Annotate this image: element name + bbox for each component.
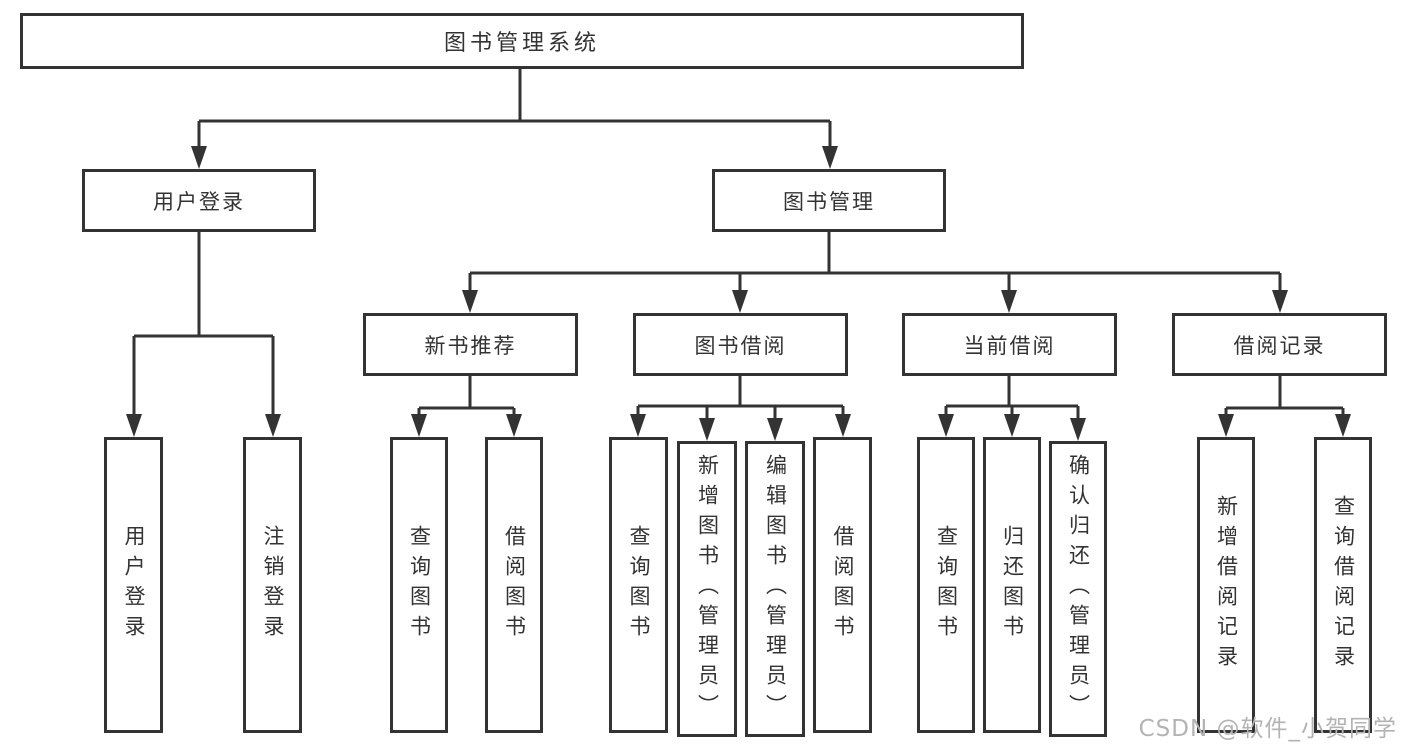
node-label: 查询借阅记录 [1331,495,1356,675]
node-label: 用户登录 [153,189,245,214]
node-leaf-cur-query-books: 查询图书 [917,437,975,733]
watermark: CSDN @软件_小贺同学 [1138,716,1397,742]
node-leaf-logout: 注销登录 [243,437,302,733]
node-new-book-recommendation: 新书推荐 [363,313,578,376]
node-label: 新增图书（管理员） [695,454,720,724]
node-label: 编辑图书（管理员） [763,454,788,724]
node-current-borrowing: 当前借阅 [902,313,1117,376]
node-leaf-bor-borrow-books: 借阅图书 [813,437,872,733]
node-label: 借阅记录 [1233,333,1326,358]
node-leaf-cur-confirm-return-admin: 确认归还（管理员） [1049,441,1107,737]
node-label: 确认归还（管理员） [1066,454,1091,724]
node-label: 当前借阅 [963,333,1056,358]
node-label: 注销登录 [261,525,285,645]
node-leaf-add-borrow-record: 新增借阅记录 [1197,437,1255,733]
node-label: 借阅图书 [502,525,527,645]
node-label: 新书推荐 [424,333,517,358]
node-book-borrowing: 图书借阅 [633,313,848,376]
node-user-login: 用户登录 [82,169,316,232]
node-label: 新增借阅记录 [1214,495,1239,675]
node-label: 图书管理系统 [443,31,600,56]
node-library-management-system: 图书管理系统 [20,13,1024,69]
node-leaf-bor-edit-books-admin: 编辑图书（管理员） [745,441,805,737]
node-label: 查询图书 [627,525,651,645]
node-leaf-bor-add-books-admin: 新增图书（管理员） [677,441,737,737]
node-label: 用户登录 [122,525,146,645]
node-leaf-rec-borrow-books: 借阅图书 [485,437,543,733]
node-label: 归还图书 [1000,525,1025,645]
node-label: 图书借阅 [694,333,787,358]
node-label: 查询图书 [407,525,432,645]
node-leaf-user-login: 用户登录 [104,437,163,733]
node-leaf-bor-query-books: 查询图书 [609,437,668,733]
node-label: 图书管理 [783,189,875,214]
node-leaf-cur-return-books: 归还图书 [983,437,1041,733]
node-book-management: 图书管理 [712,169,946,232]
node-leaf-query-borrow-record: 查询借阅记录 [1314,437,1372,733]
node-leaf-rec-query-books: 查询图书 [390,437,448,733]
node-borrowing-records: 借阅记录 [1172,313,1387,376]
node-label: 查询图书 [934,525,959,645]
node-label: 借阅图书 [831,525,855,645]
